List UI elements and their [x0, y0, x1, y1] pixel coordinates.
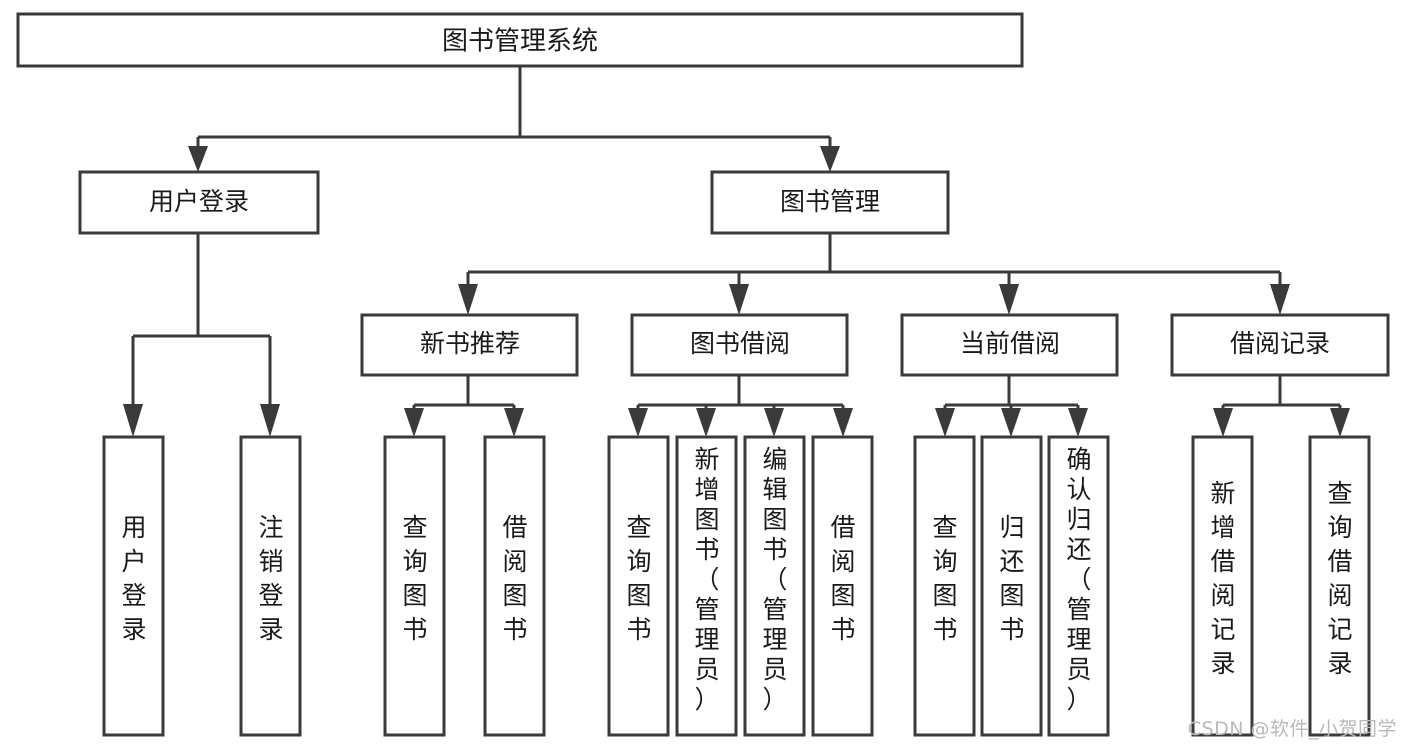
- node-user-login[interactable]: 用户登录: [78, 170, 320, 235]
- node-new-book-rec[interactable]: 新书推荐: [360, 313, 579, 377]
- arrow-borrow-l2: [696, 408, 716, 437]
- leaf-book-borrow-2-label: 新增图书（管理员）: [694, 445, 719, 714]
- leaf-book-borrow-2-rect[interactable]: [675, 435, 738, 737]
- node-borrow-record[interactable]: 借阅记录: [1170, 313, 1390, 377]
- leaf-current-borrow-2-label: 归还图书: [999, 513, 1024, 644]
- leaf-new-book-1-rect[interactable]: [383, 435, 446, 737]
- leaf-user-login-2[interactable]: 注销登录: [239, 435, 302, 737]
- arrow-borrow-l4: [833, 408, 853, 437]
- node-book-mgmt-rect[interactable]: [710, 170, 950, 235]
- leaf-borrow-record-2-rect[interactable]: [1308, 435, 1371, 737]
- leaf-current-borrow-3-rect[interactable]: [1047, 435, 1110, 737]
- leaf-user-login-1-rect[interactable]: [102, 435, 165, 737]
- leaf-book-borrow-3[interactable]: 编辑图书（管理员）: [743, 435, 806, 737]
- arrow-current-l1: [935, 408, 955, 437]
- leaf-new-book-1-label: 查询图书: [402, 513, 427, 644]
- node-current-borrow-rect[interactable]: [900, 313, 1119, 377]
- node-borrow-record-rect[interactable]: [1170, 313, 1390, 377]
- node-new-book-rec-label: 新书推荐: [420, 329, 520, 358]
- leaf-borrow-record-1[interactable]: 新增借阅记录: [1191, 435, 1254, 737]
- leaf-book-borrow-2[interactable]: 新增图书（管理员）: [675, 435, 738, 737]
- node-borrow-record-label: 借阅记录: [1230, 329, 1330, 358]
- leaf-book-borrow-4[interactable]: 借阅图书: [811, 435, 874, 737]
- leaf-book-borrow-3-rect[interactable]: [743, 435, 806, 737]
- leaf-book-borrow-4-label: 借阅图书: [830, 513, 855, 644]
- leaf-current-borrow-1-label: 查询图书: [932, 513, 957, 644]
- leaf-book-borrow-1[interactable]: 查询图书: [607, 435, 670, 737]
- arrow-record-l2: [1330, 408, 1350, 437]
- leaf-user-login-2-label: 注销登录: [258, 513, 283, 644]
- leaf-book-borrow-4-rect[interactable]: [811, 435, 874, 737]
- leaf-book-borrow-1-rect[interactable]: [607, 435, 670, 737]
- node-root[interactable]: 图书管理系统: [16, 12, 1024, 68]
- arrow-book-to-l3b: [729, 284, 749, 315]
- leaf-user-login-2-rect[interactable]: [239, 435, 302, 737]
- node-user-login-rect[interactable]: [78, 170, 320, 235]
- node-root-label: 图书管理系统: [442, 27, 598, 57]
- connectors: [123, 66, 1350, 437]
- leaf-current-borrow-1-rect[interactable]: [913, 435, 976, 737]
- leaf-new-book-2-label: 借阅图书: [502, 513, 527, 644]
- leaf-new-book-1[interactable]: 查询图书: [383, 435, 446, 737]
- leaf-new-book-2-rect[interactable]: [483, 435, 546, 737]
- leaf-borrow-record-1-label: 新增借阅记录: [1210, 479, 1235, 678]
- arrow-borrow-l3: [764, 408, 784, 437]
- arrow-newbook-l1: [404, 408, 424, 437]
- arrow-newbook-l2: [504, 408, 524, 437]
- arrow-record-l1: [1213, 408, 1233, 437]
- arrow-current-l3: [1068, 408, 1088, 437]
- leaf-current-borrow-2-rect[interactable]: [980, 435, 1043, 737]
- leaf-current-borrow-3[interactable]: 确认归还（管理员）: [1047, 435, 1110, 737]
- arrow-borrow-l1: [628, 408, 648, 437]
- node-root-rect[interactable]: [16, 12, 1024, 68]
- node-new-book-rec-rect[interactable]: [360, 313, 579, 377]
- node-current-borrow-label: 当前借阅: [960, 329, 1060, 358]
- arrow-root-to-user: [188, 146, 208, 172]
- leaf-current-borrow-3-label: 确认归还（管理员）: [1066, 445, 1091, 714]
- node-book-borrow[interactable]: 图书借阅: [630, 313, 849, 377]
- arrow-user-leaf2: [260, 404, 280, 437]
- leaf-new-book-2[interactable]: 借阅图书: [483, 435, 546, 737]
- arrow-root-to-book: [820, 146, 840, 172]
- arrow-current-l2: [1001, 408, 1021, 437]
- leaf-book-borrow-1-label: 查询图书: [626, 513, 651, 644]
- node-book-borrow-rect[interactable]: [630, 313, 849, 377]
- node-book-mgmt[interactable]: 图书管理: [710, 170, 950, 235]
- leaf-book-borrow-3-label: 编辑图书（管理员）: [762, 445, 787, 714]
- node-book-borrow-label: 图书借阅: [690, 329, 790, 358]
- node-book-mgmt-label: 图书管理: [780, 187, 880, 216]
- leaf-user-login-1-label: 用户登录: [121, 513, 146, 644]
- arrow-book-to-l3a: [458, 284, 478, 315]
- node-user-login-label: 用户登录: [149, 187, 249, 216]
- leaf-current-borrow-2[interactable]: 归还图书: [980, 435, 1043, 737]
- leaf-user-login-1[interactable]: 用户登录: [102, 435, 165, 737]
- arrow-book-to-l3d: [1270, 284, 1290, 315]
- leaf-borrow-record-1-rect[interactable]: [1191, 435, 1254, 737]
- arrow-book-to-l3c: [999, 284, 1019, 315]
- arrow-user-leaf1: [123, 404, 143, 437]
- leaf-borrow-record-2-label: 查询借阅记录: [1327, 479, 1352, 678]
- node-current-borrow[interactable]: 当前借阅: [900, 313, 1119, 377]
- leaf-current-borrow-1[interactable]: 查询图书: [913, 435, 976, 737]
- leaf-borrow-record-2[interactable]: 查询借阅记录: [1308, 435, 1371, 737]
- csdn-watermark: CSDN @软件_小贺同学: [1187, 718, 1397, 740]
